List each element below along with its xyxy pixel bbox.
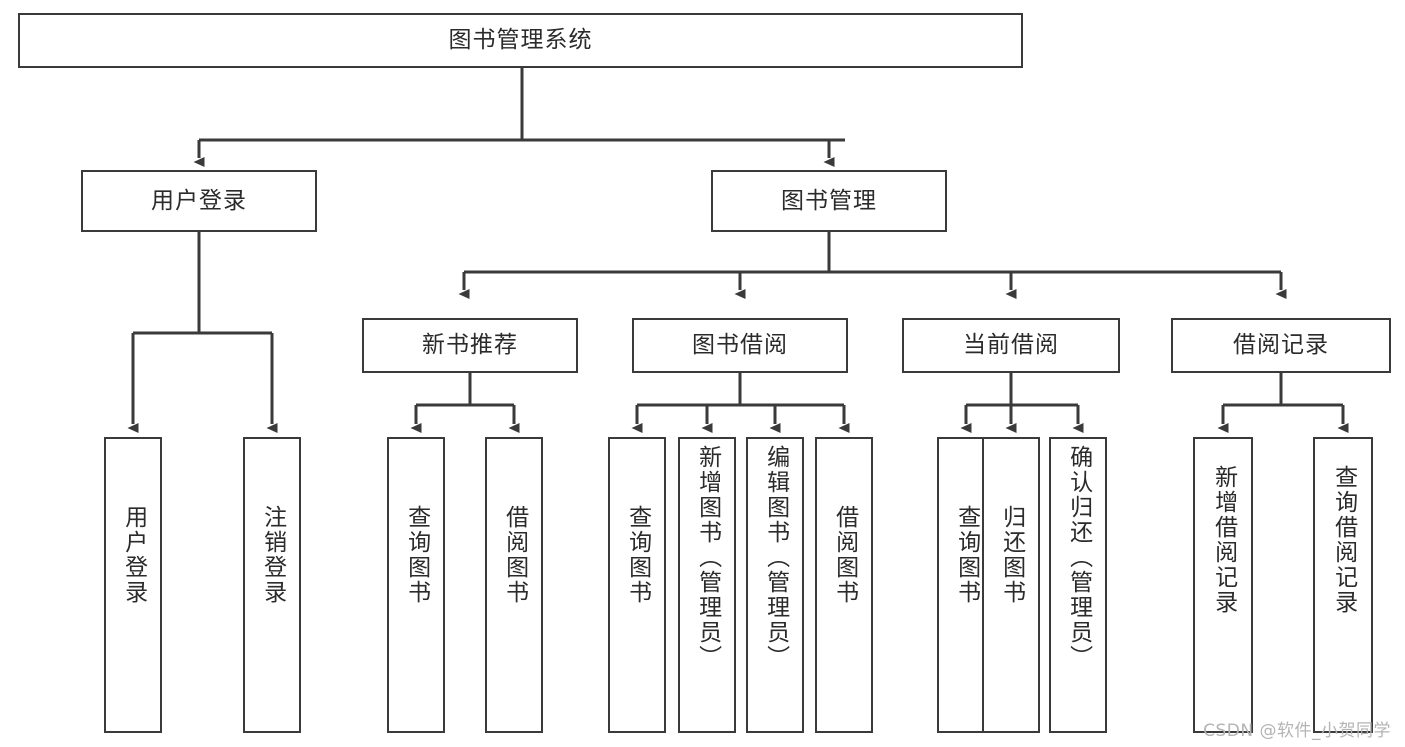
leaf-label: 新增图书（管理员）	[694, 445, 721, 670]
leaf-label: 查询图书	[624, 505, 651, 605]
node-label: 当前借阅	[963, 332, 1059, 358]
leaf-label: 编辑图书（管理员）	[762, 445, 789, 670]
leaf-label: 归还图书	[998, 505, 1025, 605]
leaf-borrow-book-recommend[interactable]: 借阅图书	[485, 437, 543, 733]
leaf-logout-login[interactable]: 注销登录	[243, 437, 301, 733]
leaf-label: 用户登录	[120, 505, 147, 605]
leaf-add-borrow-record[interactable]: 新增借阅记录	[1193, 437, 1253, 733]
node-new-book-recommend[interactable]: 新书推荐	[362, 318, 578, 373]
leaf-label: 新增借阅记录	[1210, 465, 1237, 615]
node-label: 新书推荐	[422, 332, 518, 358]
leaf-label: 借阅图书	[501, 505, 528, 605]
node-user-login[interactable]: 用户登录	[81, 170, 317, 232]
node-current-borrow[interactable]: 当前借阅	[902, 318, 1120, 373]
leaf-query-book-recommend[interactable]: 查询图书	[387, 437, 445, 733]
leaf-label: 注销登录	[259, 505, 286, 605]
node-book-management[interactable]: 图书管理	[711, 170, 947, 232]
leaf-return-book[interactable]: 归还图书	[982, 437, 1040, 733]
node-label: 图书借阅	[692, 332, 788, 358]
watermark-text: CSDN @软件_小贺同学	[1203, 721, 1391, 741]
node-book-borrow[interactable]: 图书借阅	[632, 318, 848, 373]
node-root-book-management-system[interactable]: 图书管理系统	[18, 13, 1023, 68]
node-label: 图书管理	[781, 187, 877, 214]
leaf-label: 查询图书	[953, 505, 980, 605]
node-borrow-record[interactable]: 借阅记录	[1171, 318, 1391, 373]
leaf-edit-book-admin[interactable]: 编辑图书（管理员）	[746, 437, 804, 733]
node-label: 图书管理系统	[448, 27, 593, 53]
leaf-label: 查询借阅记录	[1330, 465, 1357, 615]
leaf-borrow-book[interactable]: 借阅图书	[815, 437, 873, 733]
leaf-label: 查询图书	[403, 505, 430, 605]
leaf-label: 借阅图书	[831, 505, 858, 605]
leaf-user-login[interactable]: 用户登录	[104, 437, 162, 733]
leaf-confirm-return-admin[interactable]: 确认归还（管理员）	[1049, 437, 1107, 733]
leaf-query-borrow-record[interactable]: 查询借阅记录	[1313, 437, 1373, 733]
leaf-add-book-admin[interactable]: 新增图书（管理员）	[678, 437, 736, 733]
leaf-label: 确认归还（管理员）	[1065, 445, 1092, 670]
leaf-query-book-borrow[interactable]: 查询图书	[608, 437, 666, 733]
node-label: 借阅记录	[1233, 332, 1329, 358]
node-label: 用户登录	[151, 187, 247, 214]
